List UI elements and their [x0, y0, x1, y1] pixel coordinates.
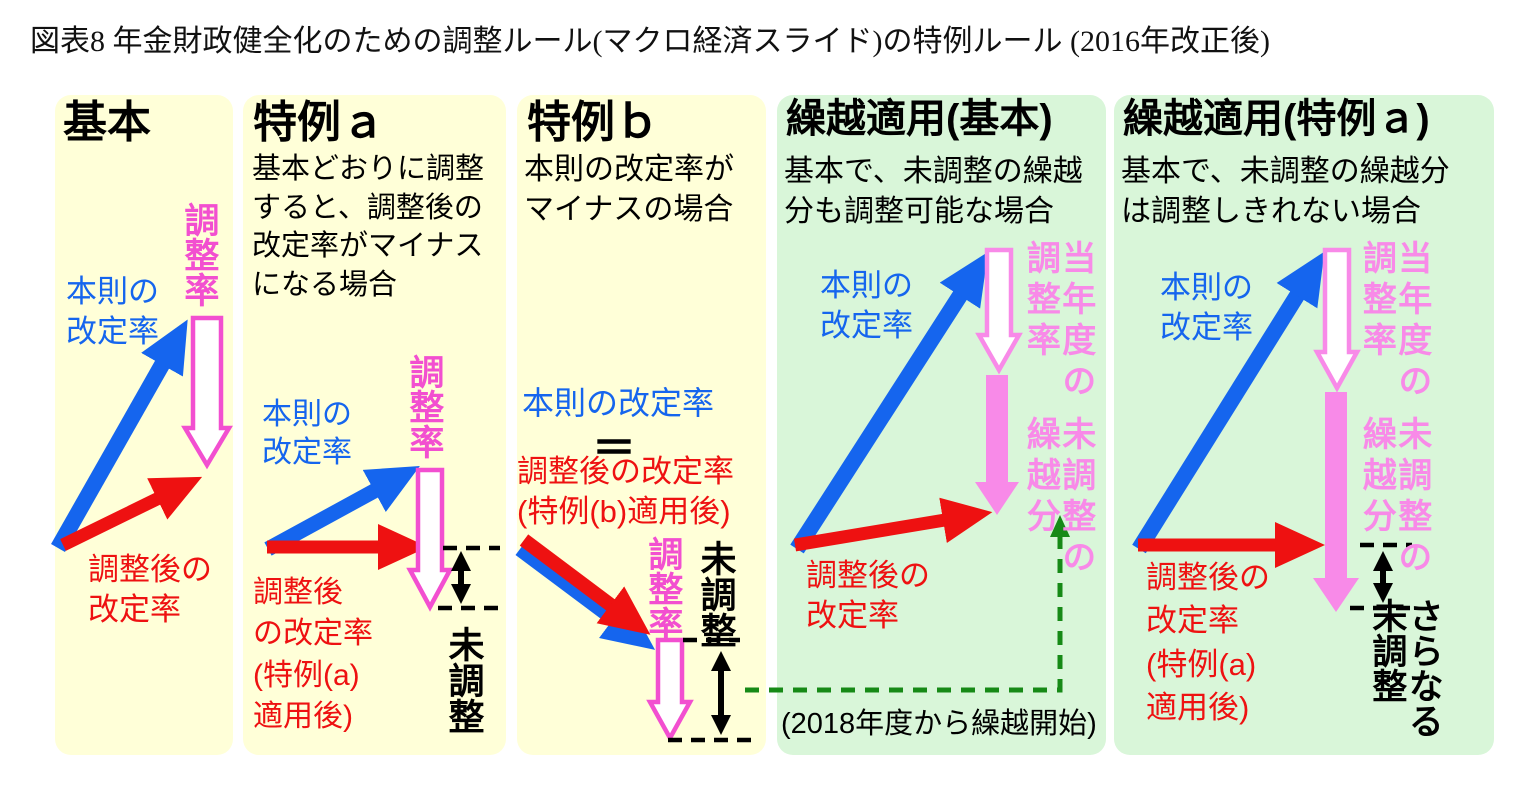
panel-title-carryover-basic: 繰越適用(基本) [786, 97, 1053, 141]
label-unadj-carryover-carryover-basic: 未調整の 繰越分 [1021, 416, 1095, 580]
label-adjusted-rate-carryover-basic: 調整後の 改定率 [806, 558, 930, 634]
label-adjusted-rate-basic: 調整後の 改定率 [88, 552, 212, 627]
label-adjusted-rate-carryover-special-a: 調整後の 改定率 (特例(a) 適用後) [1146, 560, 1270, 726]
desc-carryover-special-a: 基本で、未調整の繰越分 は調整しきれない場合 [1121, 155, 1450, 228]
desc-carryover-basic: 基本で、未調整の繰越 分も調整可能な場合 [784, 155, 1083, 228]
label-current-adjust-carryover-basic: 当年度の 調整率 [1021, 240, 1095, 404]
carryover-start-note: (2018年度から繰越開始) [781, 708, 1097, 740]
label-adjust-rate-special-b: 調整率 [643, 536, 683, 641]
panel-title-basic: 基本 [63, 98, 151, 147]
panel-title-carryover-special-a: 繰越適用(特例ａ) [1123, 97, 1430, 141]
label-rule-rate-special-b: 本則の改定率 [522, 385, 715, 421]
label-rule-rate-special-a: 本則の 改定率 [262, 398, 352, 469]
label-rule-rate-carryover-special-a: 本則の 改定率 [1160, 270, 1253, 345]
label-adjust-rate-special-a: 調整率 [404, 354, 444, 459]
desc-special-a: 基本どおりに調整 すると、調整後の 改定率がマイナス になる場合 [252, 153, 485, 301]
panel-title-special-a: 特例ａ [253, 98, 385, 147]
desc-special-b: 本則の改定率が マイナスの場合 [524, 153, 734, 226]
label-rule-rate-carryover-basic: 本則の 改定率 [820, 268, 913, 343]
panel-special-a [243, 95, 506, 755]
label-unadj-carryover-carryover-special-a: 未調整の 繰越分 [1357, 416, 1431, 580]
label-rule-rate-basic: 本則の 改定率 [66, 274, 159, 349]
label-adjusted-rate-special-a: 調整後 の改定率 (特例(a) 適用後) [253, 576, 373, 734]
equals-sign-special-b: ＝ [592, 424, 636, 473]
label-unadjusted-special-b: 未調整 [695, 540, 737, 648]
figure-title: 図表8 年金財政健全化のための調整ルール(マクロ経済スライド)の特例ルール (2… [30, 25, 1270, 58]
label-further-unadjusted: さらなる 未調整 [1367, 598, 1443, 738]
label-adjust-rate-basic: 調整率 [179, 202, 219, 307]
panel-basic [55, 95, 233, 755]
label-unadjusted-special-a: 未調整 [443, 626, 485, 734]
label-current-adjust-carryover-special-a: 当年度の 調整率 [1357, 240, 1431, 404]
panel-title-special-b: 特例ｂ [527, 98, 659, 147]
label-adjusted-rate-special-b: 調整後の改定率 (特例(b)適用後) [517, 454, 734, 530]
